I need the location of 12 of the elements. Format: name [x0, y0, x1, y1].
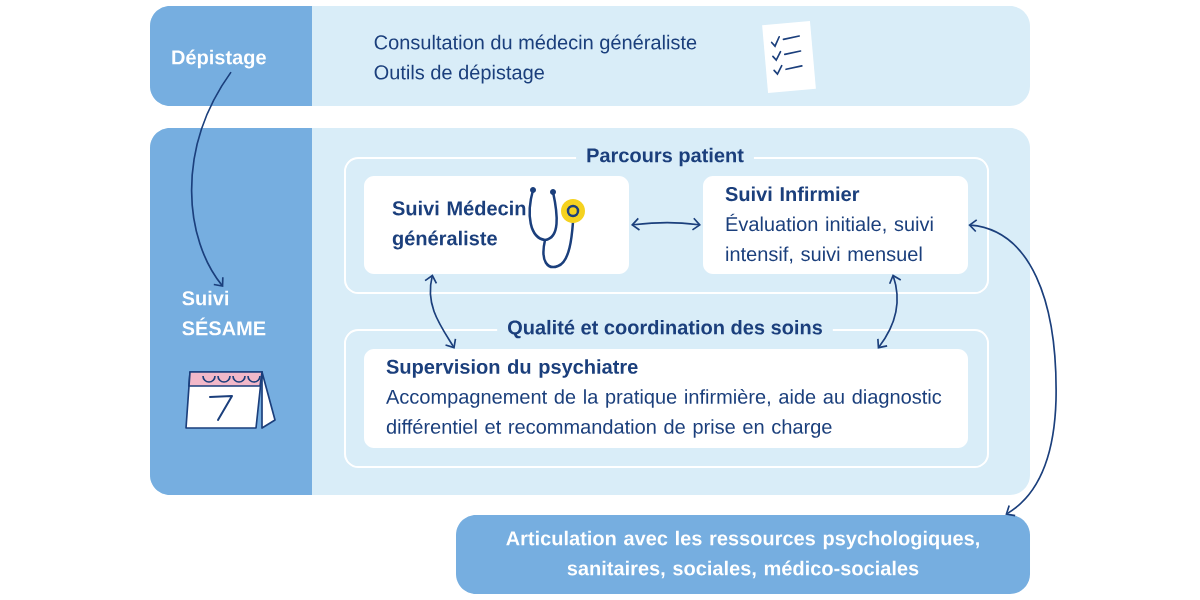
side-tab: Suivi SÉSAME — [150, 128, 312, 495]
side-tab: Dépistage — [150, 6, 312, 106]
process-box: Supervision du psychiatre Accompagnement de la pratique infirmière, aide au diagnostic différentiel et recommandation de prise en charge — [364, 349, 968, 448]
process-box: Suivi Infirmier Évaluation initiale, suivi intensif, suivi mensuel — [703, 176, 968, 274]
screening-list: Consultation du médecin généraliste Outils de dépistage — [374, 34, 697, 84]
arrow — [631, 217, 701, 231]
resource-box: Articulation avec les ressources psychologiques, sanitaires, sociales, médico-sociales — [456, 515, 1030, 594]
arrow — [190, 71, 232, 287]
arrow — [424, 274, 457, 349]
arrow — [877, 274, 902, 349]
arrow — [968, 219, 1057, 517]
process-box: Suivi Médecin généraliste — [364, 176, 629, 274]
